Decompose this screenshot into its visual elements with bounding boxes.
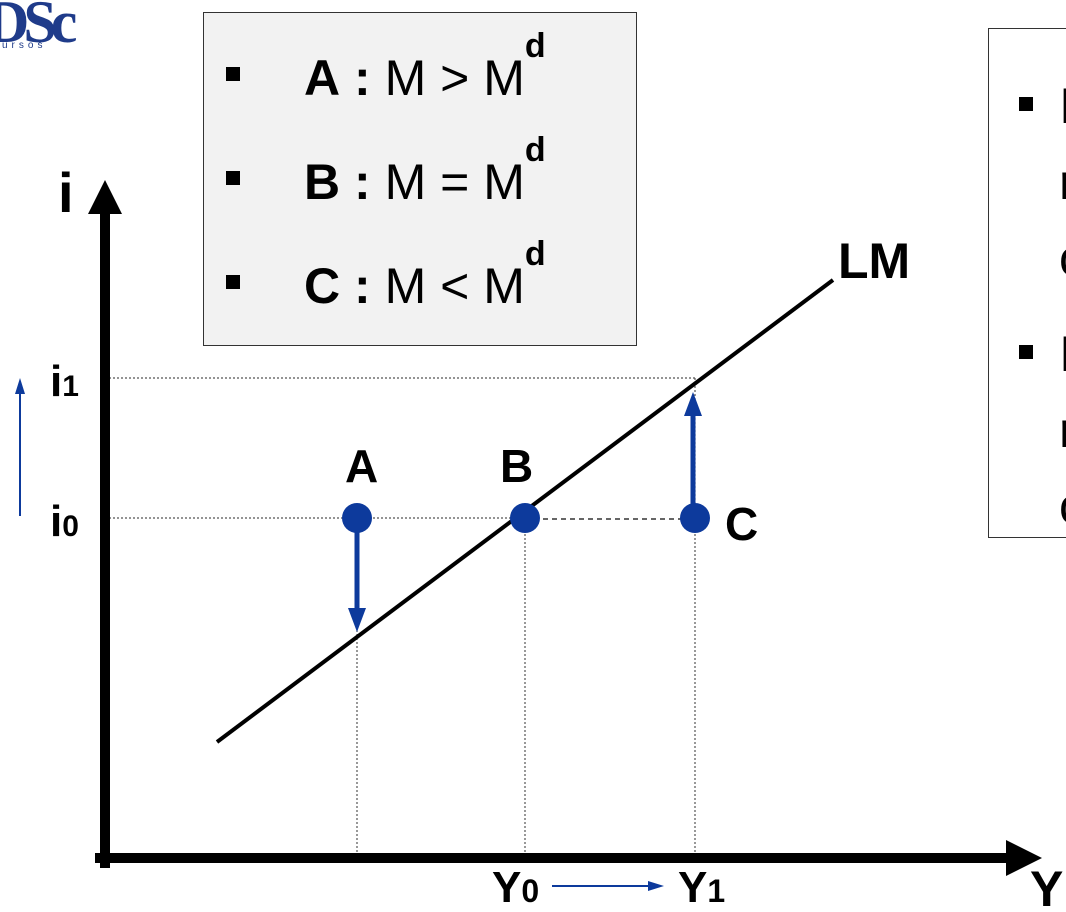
side-fragment: c [1059,229,1066,287]
legend-relation-c: M < M [384,258,525,314]
arrow-i-head [15,378,25,394]
level-i1-main: i [50,357,62,406]
level-y1: Y1 [678,863,725,912]
legend-bullet [226,67,240,81]
point-a-label: A [345,440,378,492]
legend-point-a: A [304,50,341,106]
side-bullet [1019,345,1033,359]
arrow-y-head [648,881,664,891]
legend-sep-a: : [354,50,371,106]
level-i0-sub: 0 [62,510,79,543]
side-fragment: c [1059,477,1066,535]
legend-bullet [226,275,240,289]
logo-mark: DSc [0,0,77,50]
x-axis-label: Y [1030,861,1063,912]
y-axis-label: i [58,161,74,224]
level-y0: Y0 [492,863,539,912]
legend-sep-c: : [354,258,371,314]
arrow-a-head [348,608,366,632]
level-i0: i0 [50,497,79,546]
level-y0-sub: 0 [521,873,539,909]
point-c-label: C [725,498,758,550]
side-fragment: I [1059,78,1066,134]
side-bullet [1019,97,1033,111]
legend-sup-a: d [524,27,546,65]
point-a-marker [342,503,372,533]
y-axis-arrowhead [88,180,122,214]
level-i1: i1 [50,357,79,406]
side-text-box: I r c I r c [988,28,1066,538]
side-fragment: I [1059,326,1066,382]
arrow-c-head [684,392,702,416]
legend-relation-a: M > M [384,50,525,106]
logo-subtitle: ursos [2,40,47,50]
side-fragment: r [1059,401,1066,459]
logo: DSc ursos [0,0,100,50]
point-b-marker [510,503,540,533]
lm-label: LM [838,233,910,289]
level-y1-sub: 1 [707,873,725,909]
level-i0-main: i [50,497,62,546]
point-c-marker [680,503,710,533]
legend-point-c: C [304,258,341,314]
point-b-label: B [500,440,533,492]
legend-bullet [226,171,240,185]
x-axis-arrowhead [1006,840,1042,876]
level-i1-sub: 1 [62,370,79,403]
legend-point-b: B [304,154,341,210]
legend-sup-c: d [524,235,546,273]
legend-relation-b: M = M [384,154,525,210]
level-y0-main: Y [492,863,521,912]
level-y1-main: Y [678,863,707,912]
side-fragment: r [1059,153,1066,211]
legend-sep-b: : [354,154,371,210]
legend-sup-b: d [524,131,546,169]
